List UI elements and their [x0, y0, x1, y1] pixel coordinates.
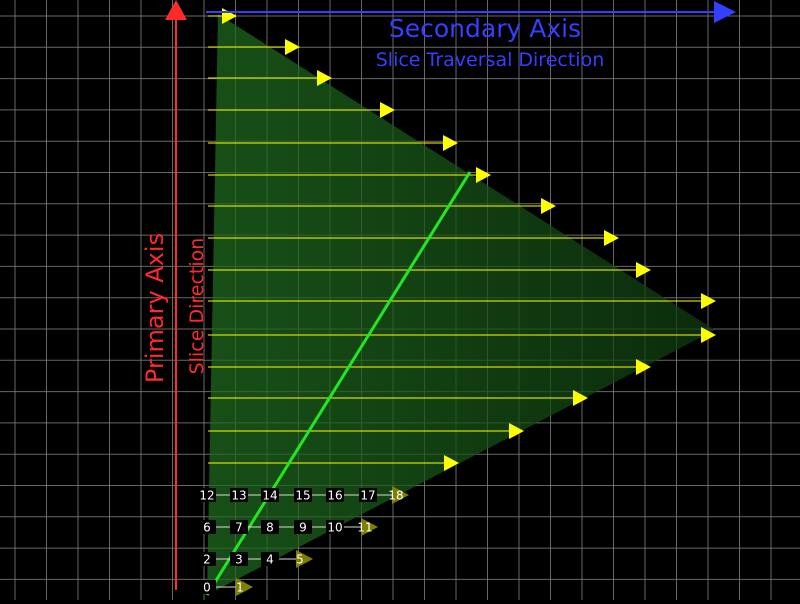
slice-arrowhead-icon	[701, 327, 716, 343]
index-number: 16	[327, 489, 342, 503]
index-number: 12	[199, 489, 214, 503]
index-number: 8	[266, 521, 274, 535]
secondary-axis	[206, 1, 736, 23]
index-number: 2	[203, 553, 211, 567]
index-number-bg	[230, 488, 248, 502]
primary-axis-arrowhead-icon	[165, 0, 187, 20]
index-number: 13	[231, 489, 246, 503]
index-end-label: 11	[357, 521, 372, 535]
index-number: 4	[266, 553, 274, 567]
slice-arrowhead-icon	[476, 167, 491, 183]
index-number-bg	[359, 488, 377, 502]
index-end-arrowhead-icon	[361, 518, 378, 536]
index-number-bg	[261, 488, 279, 502]
traversal-highlight-line	[205, 171, 472, 596]
slice-arrowhead-icon	[380, 102, 395, 118]
index-number-bg	[198, 552, 216, 566]
slice-arrowhead-icon	[701, 293, 716, 309]
index-number: 9	[299, 521, 307, 535]
secondary-axis-arrowhead-icon	[714, 1, 736, 23]
primary-axis	[165, 0, 187, 590]
index-number-bg	[198, 488, 216, 502]
slice-arrowhead-icon	[636, 262, 651, 278]
index-end-label: 5	[296, 553, 304, 567]
slice-region-triangle	[207, 14, 715, 595]
index-number-bg	[198, 520, 216, 534]
secondary-axis-subtitle: Slice Traversal Direction	[376, 49, 605, 71]
index-end-arrowhead-icon	[296, 550, 313, 568]
index-number-bg	[230, 552, 248, 566]
index-number-bg	[326, 520, 344, 534]
index-number: 17	[360, 489, 375, 503]
index-end-label: 1	[236, 581, 244, 595]
primary-axis-subtitle: Slice Direction	[186, 238, 208, 375]
slice-arrowhead-icon	[604, 230, 619, 246]
index-number-bg	[198, 580, 216, 594]
slice-arrowhead-icon	[285, 39, 300, 55]
slice-arrowhead-icon	[509, 423, 524, 439]
slice-arrowhead-icon	[636, 359, 651, 375]
index-number-bg	[261, 552, 279, 566]
index-number: 7	[235, 521, 243, 535]
slice-arrowhead-icon	[541, 198, 556, 214]
index-number: 0	[203, 581, 211, 595]
index-number-bg	[294, 488, 312, 502]
index-number-bg	[326, 488, 344, 502]
index-number: 6	[203, 521, 211, 535]
index-number: 3	[235, 553, 243, 567]
index-number-bg	[230, 520, 248, 534]
index-number: 14	[262, 489, 277, 503]
slice-arrows	[208, 8, 716, 471]
slice-arrowhead-icon	[444, 455, 459, 471]
secondary-axis-title: Secondary Axis	[389, 14, 581, 43]
primary-axis-title: Primary Axis	[141, 233, 169, 383]
slice-arrowhead-icon	[573, 390, 588, 406]
index-number-bg	[294, 520, 312, 534]
index-end-arrowhead-icon	[392, 486, 409, 504]
index-number: 15	[295, 489, 310, 503]
slice-arrowhead-icon	[317, 70, 332, 86]
index-end-arrowhead-icon	[236, 578, 253, 596]
index-number: 10	[327, 521, 342, 535]
slice-arrowhead-icon	[443, 135, 458, 151]
index-end-label: 18	[388, 489, 403, 503]
index-number-bg	[261, 520, 279, 534]
